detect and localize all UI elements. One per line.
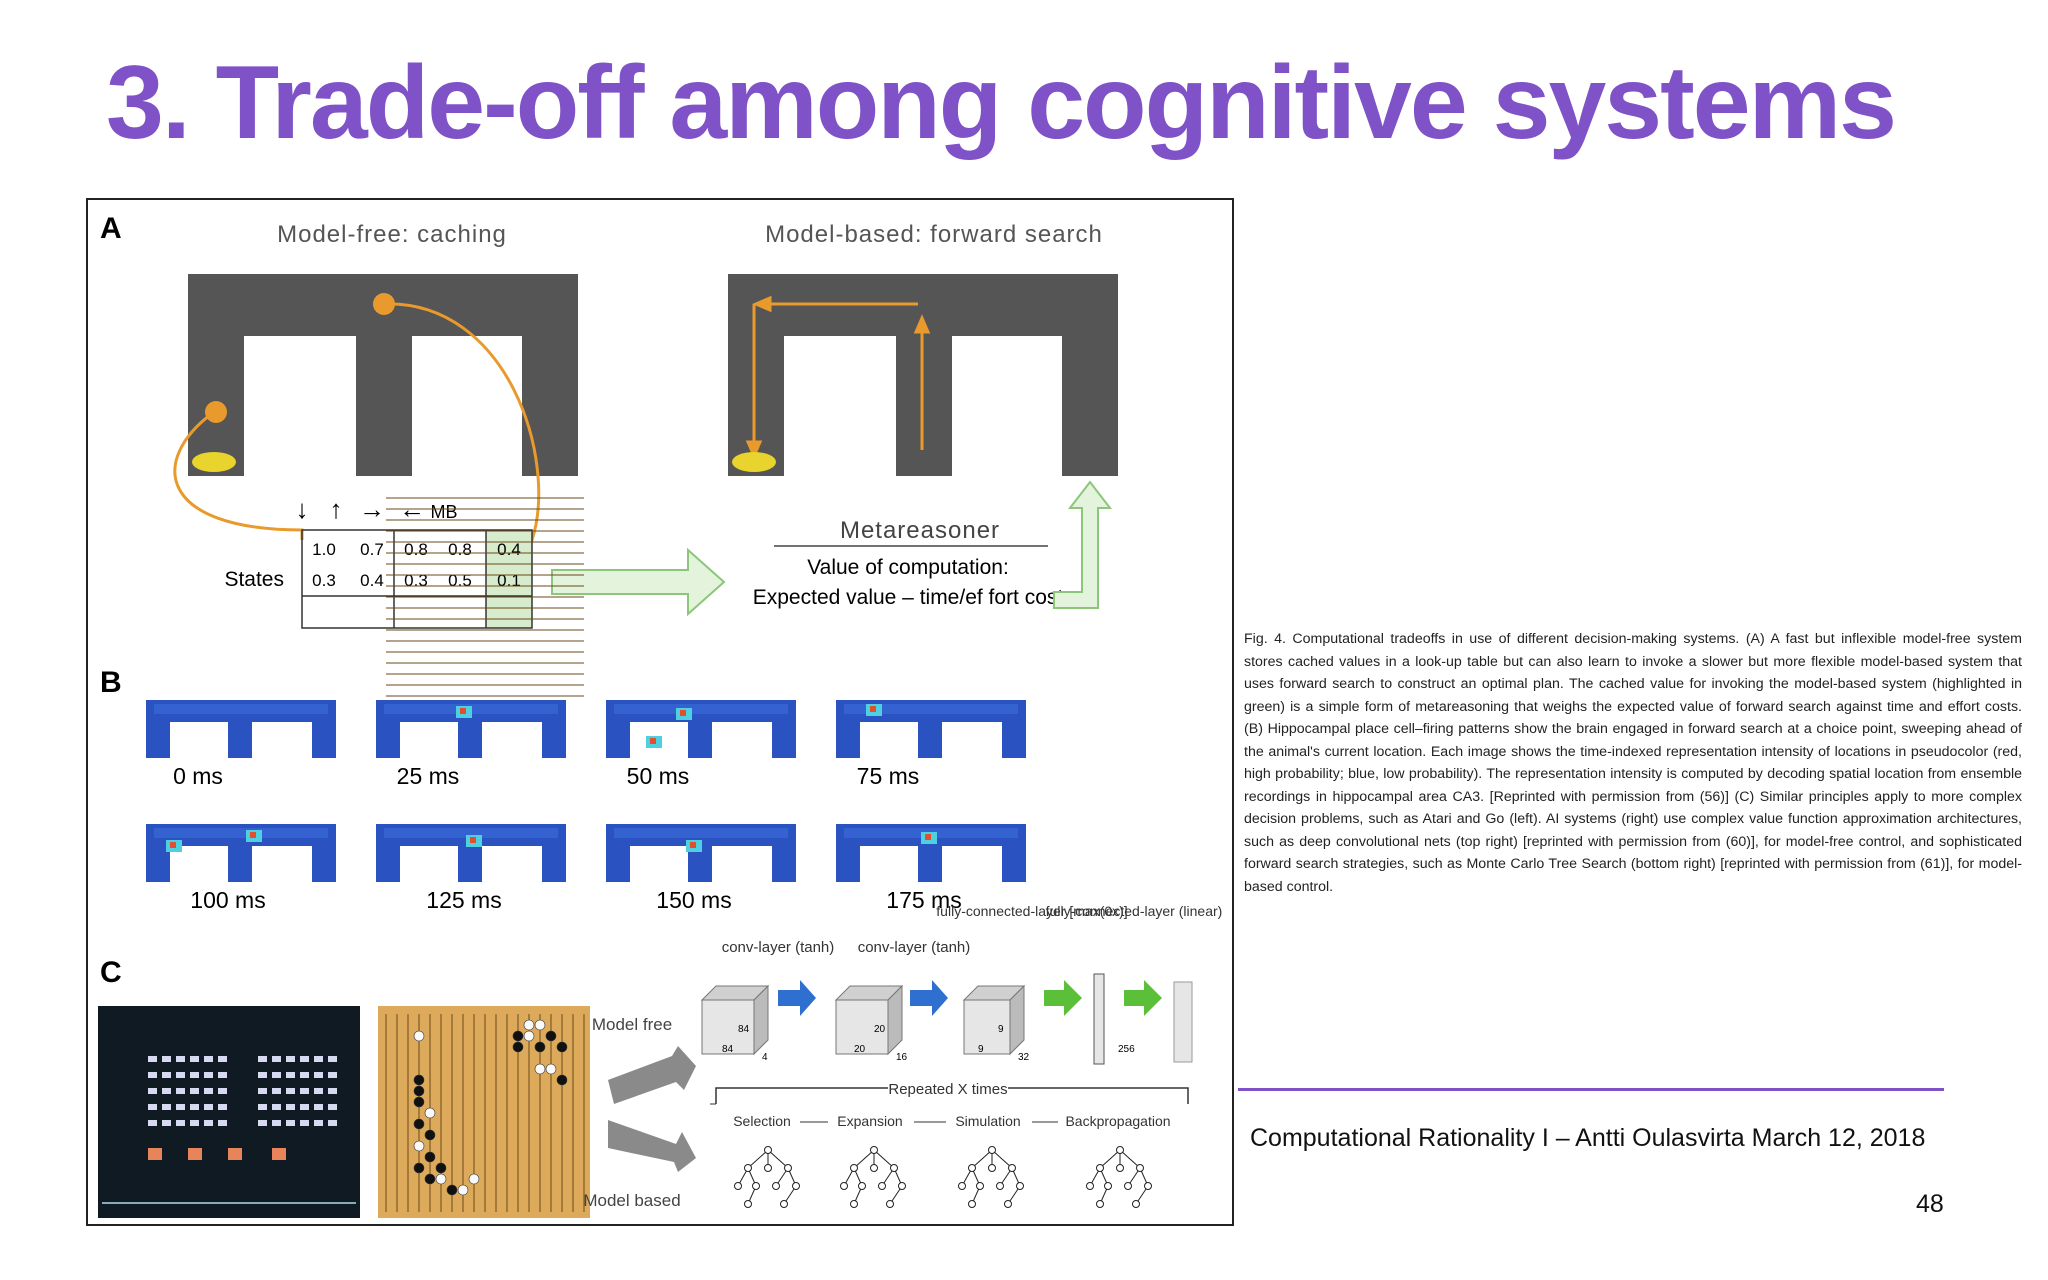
panel-b-letter: B: [100, 666, 122, 699]
invoke-arrow: [1053, 480, 1113, 609]
dim-label: 32: [1018, 1052, 1030, 1063]
model-based-arrow: [608, 1120, 696, 1172]
mb-highlight: [486, 530, 532, 628]
search-tree: [840, 1146, 906, 1208]
table-cell: 1.0: [312, 540, 336, 559]
dim-label: 20: [854, 1044, 866, 1055]
page-number: 48: [1916, 1190, 1944, 1218]
dim-label: 84: [722, 1044, 734, 1055]
time-label: 150 ms: [656, 887, 731, 913]
mcts-step: Simulation: [955, 1113, 1020, 1129]
layer-label: conv-layer (tanh): [858, 939, 971, 956]
metareasoner-title: Metareasoner: [840, 517, 1000, 544]
dim-label: 9: [978, 1044, 984, 1055]
dim-label: 4: [762, 1052, 768, 1063]
go-board: [378, 497, 590, 1218]
mcts-diagram: Repeated X times Selection Expansion Sim…: [710, 1081, 1189, 1208]
table-cell: 0.3: [312, 571, 336, 590]
table-cell: 0.8: [404, 540, 428, 559]
dim-label: 84: [738, 1024, 750, 1035]
metareasoner-line2: Expected value – time/ef fort cost: [753, 586, 1064, 609]
blue-arrow: [778, 980, 816, 1016]
place-cell-heatmaps: [146, 700, 1026, 882]
states-label: States: [224, 568, 284, 591]
atari-screenshot: [98, 1006, 360, 1218]
heatmap-frame: [606, 824, 796, 882]
heatmap-frame: [836, 700, 1026, 758]
table-cell: 0.7: [360, 540, 384, 559]
conv-net-diagram: conv-layer (tanh) conv-layer (tanh) full…: [700, 903, 1223, 1065]
panel-a-letter: A: [100, 212, 122, 245]
table-cell: 0.4: [360, 571, 384, 590]
divider-line: [1238, 1088, 1944, 1091]
search-tree: [1086, 1146, 1152, 1208]
model-free-title: Model-free: caching: [277, 221, 507, 248]
figure-caption: Fig. 4. Computational tradeoffs in use o…: [1244, 631, 2022, 895]
time-label: 75 ms: [857, 763, 920, 789]
table-cell-mb: 0.1: [497, 571, 521, 590]
mcts-title: Repeated X times: [888, 1081, 1007, 1098]
marker-dot-top: [373, 293, 395, 315]
layer-label: fully-connected-layer [max(0x)]: [936, 903, 1127, 919]
table-cell-mb: 0.4: [497, 540, 521, 559]
heatmap-frame: [376, 700, 566, 758]
model-free-label: Model free: [592, 1015, 672, 1034]
rat-icon-left: [192, 452, 236, 472]
time-label: 0 ms: [173, 763, 223, 789]
header-mb: MB: [431, 502, 458, 522]
header-right-arrow: →: [359, 494, 385, 524]
header-down-arrow: ↓: [296, 494, 309, 524]
dim-label: 256: [1118, 1044, 1135, 1055]
green-arrow: [1044, 980, 1082, 1016]
panel-c-letter: C: [100, 956, 122, 989]
blue-arrow: [910, 980, 948, 1016]
header-up-arrow: ↑: [330, 494, 343, 524]
model-free-arrow: [608, 1046, 696, 1104]
rat-icon-right: [732, 452, 776, 472]
table-cell: 0.8: [448, 540, 472, 559]
time-label: 175 ms: [886, 887, 961, 913]
slide-footer: Computational Rationality I – Antti Oula…: [1250, 1124, 1926, 1152]
search-tree: [734, 1146, 800, 1208]
model-based-title: Model-based: forward search: [765, 221, 1103, 248]
layer-label: conv-layer (tanh): [722, 939, 835, 956]
layer-label: fully-connected-layer (linear): [1046, 903, 1223, 919]
metareasoner-line1: Value of computation:: [807, 556, 1009, 579]
heatmap-frame: [606, 700, 796, 758]
figure-graphic: A Model-free: caching Model-based: forwa…: [98, 212, 1223, 1218]
dim-label: 20: [874, 1024, 886, 1035]
mcts-step: Expansion: [837, 1113, 902, 1129]
green-arrow: [1124, 980, 1162, 1016]
time-label: 125 ms: [426, 887, 501, 913]
metareasoner-arrow: [551, 547, 726, 617]
table-cell: 0.5: [448, 571, 472, 590]
mcts-step: Backpropagation: [1065, 1113, 1170, 1129]
figure-panel: A Model-free: caching Model-based: forwa…: [86, 198, 1234, 1226]
dim-label: 9: [998, 1024, 1004, 1035]
heatmap-frame: [146, 824, 336, 882]
heatmap-frame: [376, 824, 566, 882]
time-label: 100 ms: [190, 887, 265, 913]
marker-dot-left: [205, 401, 227, 423]
mcts-step: Selection: [733, 1113, 791, 1129]
time-label: 25 ms: [397, 763, 460, 789]
search-tree: [958, 1146, 1024, 1208]
heatmap-frame: [146, 700, 336, 758]
forward-search-arrows: [745, 295, 931, 460]
slide-title: 3. Trade-off among cognitive systems: [106, 45, 1897, 161]
heatmap-frame: [836, 824, 1026, 882]
model-based-label: Model based: [583, 1191, 680, 1210]
time-label: 50 ms: [627, 763, 690, 789]
table-cell: 0.3: [404, 571, 428, 590]
value-table: ↓ ↑ → ← MB States 1.0 0.7 0.8 0.8 0.4 0.…: [224, 494, 533, 629]
dim-label: 16: [896, 1052, 908, 1063]
